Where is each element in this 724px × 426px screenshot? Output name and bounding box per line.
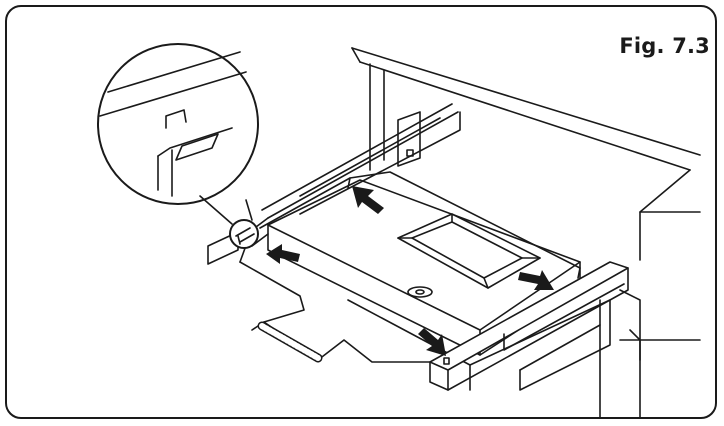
detail-magnifier (97, 43, 259, 249)
right-rail (429, 261, 629, 391)
arrow-down-right-2 (418, 328, 446, 356)
cabinet-base (599, 289, 701, 419)
figure-label: Fig. 7.3 (619, 34, 710, 58)
cabinet-frame (351, 47, 701, 261)
arrow-down-right-1 (518, 270, 554, 290)
drawer-tray (267, 179, 611, 391)
arrow-up-left (352, 186, 384, 214)
coil-spring (257, 321, 323, 363)
arrow-left (266, 244, 300, 264)
left-rail (207, 103, 461, 265)
